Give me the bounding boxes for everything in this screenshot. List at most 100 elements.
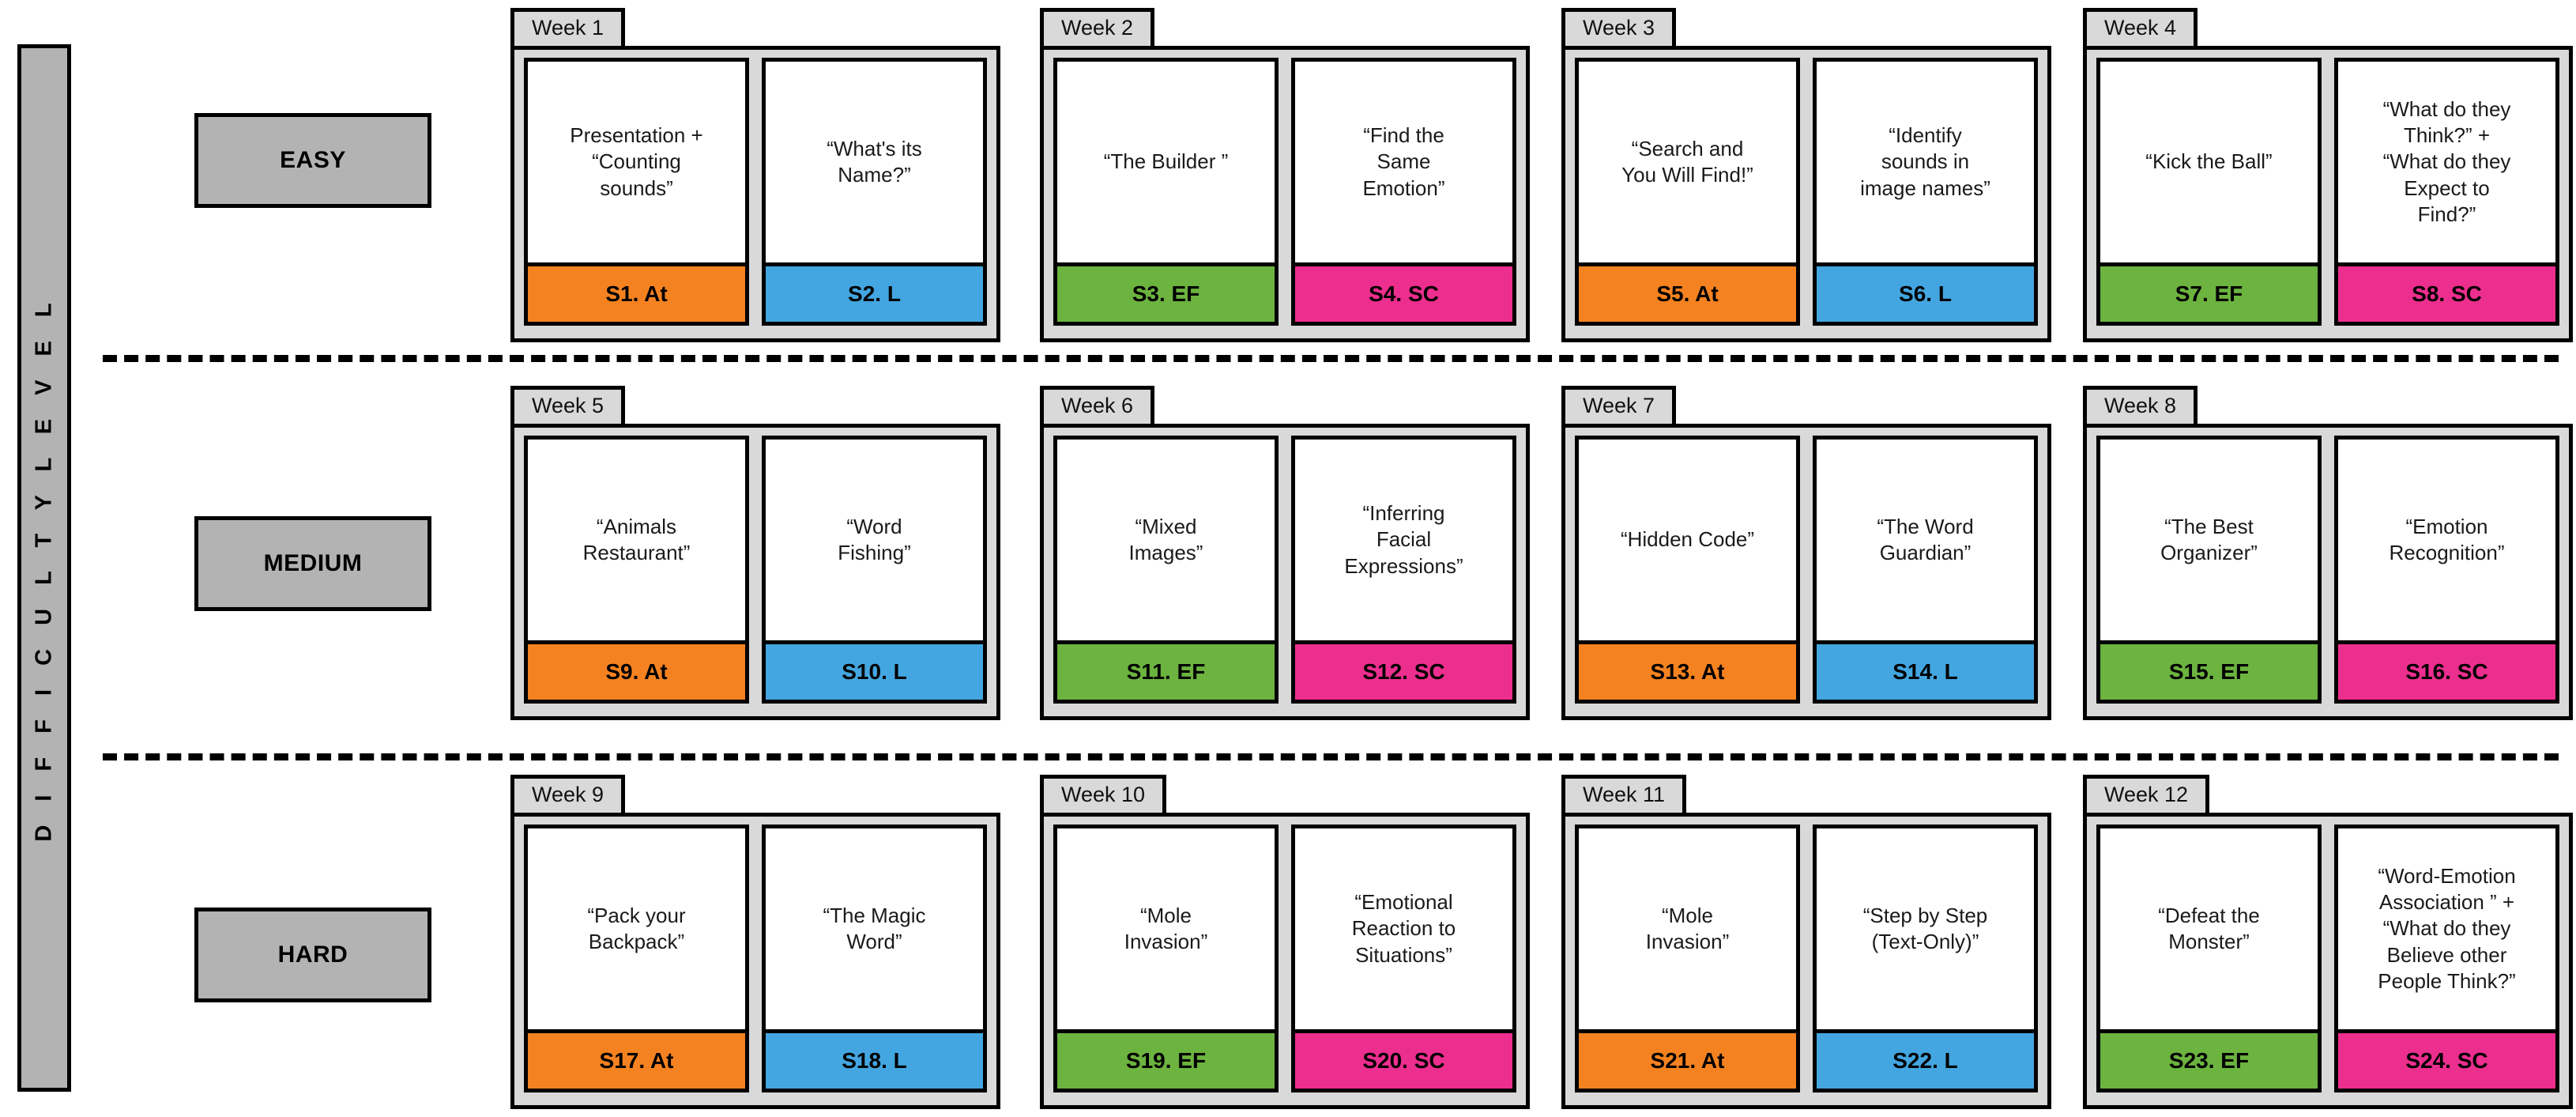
session-card-code: S9. At [528, 640, 745, 700]
session-card-title: “Hidden Code” [1620, 527, 1755, 552]
week-tab-4[interactable]: Week 4 [2083, 8, 2198, 51]
session-card-code: S2. L [766, 262, 983, 323]
week-body-2: “The Builder ” S3. EF “Find the Same Emoti… [1040, 46, 1530, 343]
difficulty-axis-label: D I F F I C U L T Y L E V E L [31, 294, 57, 842]
divider-medium-hard [103, 753, 2559, 760]
session-card-code: S15. EF [2100, 640, 2318, 700]
session-card[interactable]: “Word-Emotion Association ” + “What do t… [2334, 825, 2559, 1093]
session-card-code: S6. L [1817, 262, 2034, 323]
session-card-title: “Pack your Backpack” [587, 903, 686, 954]
week-body-5: “Animals Restaurant” S9. At “Word Fishing”… [510, 424, 1000, 721]
week-group-12: Week 12 “Defeat the Monster”S23. EF “Word-… [2083, 775, 2573, 1110]
session-card-code: S11. EF [1057, 640, 1275, 700]
week-body-9: “Pack your Backpack”S17. At“The Magic Wo… [510, 813, 1000, 1110]
week-tab-3[interactable]: Week 3 [1561, 8, 1677, 51]
session-card-title: “Step by Step (Text-Only)” [1862, 903, 1988, 954]
session-card[interactable]: “Mixed Images” S11. EF [1053, 436, 1279, 704]
session-card-title: “Word-Emotion Association ” + “What do t… [2378, 863, 2516, 993]
week-tab-2[interactable]: Week 2 [1040, 8, 1155, 51]
session-card[interactable]: “Mole Invasion” S21. At [1575, 825, 1800, 1093]
week-body-4: “Kick the Ball”S7. EF “What do they Think… [2083, 46, 2573, 343]
week-body-7: “Hidden Code” S13. At “The Word Guardian”S… [1561, 424, 2051, 721]
session-card-code: S3. EF [1057, 262, 1275, 323]
week-body-3: “Search and You Will Find!” S5. At “Identi… [1561, 46, 2051, 343]
session-card[interactable]: “What's its Name?”S2. L [762, 58, 987, 326]
session-card-title: “Defeat the Monster” [2158, 903, 2260, 954]
session-card-title: Presentation + “Counting sounds” [570, 123, 703, 200]
session-card-code: S22. L [1817, 1029, 2034, 1089]
session-card-title: “Emotion Recognition” [2389, 514, 2505, 565]
week-body-10: “Mole Invasion” S19. EF “Emotional Reactio… [1040, 813, 1530, 1110]
session-card-title: “Animals Restaurant” [582, 514, 691, 565]
level-chip-easy: EASY [194, 113, 431, 208]
session-card[interactable]: “Emotion Recognition”S16. SC [2334, 436, 2559, 704]
session-card-code: S5. At [1579, 262, 1796, 323]
week-group-7: Week 7 “Hidden Code” S13. At “The Word Guar… [1561, 386, 2051, 721]
week-body-1: Presentation + “Counting sounds”S1. At“W… [510, 46, 1000, 343]
session-card[interactable]: “Find the Same Emotion” S4. SC [1291, 58, 1516, 326]
session-card-code: S10. L [766, 640, 983, 700]
session-card[interactable]: “Identify sounds in image names” S6. L [1813, 58, 2038, 326]
week-body-8: “The Best Organizer” S15. EF “Emotion Reco… [2083, 424, 2573, 721]
session-card-code: S19. EF [1057, 1029, 1275, 1089]
session-card-title: “What do they Think?” + “What do they Ex… [2382, 96, 2511, 226]
week-tab-7[interactable]: Week 7 [1561, 386, 1677, 428]
session-card[interactable]: “Hidden Code” S13. At [1575, 436, 1800, 704]
session-card-title: “Mole Invasion” [1645, 903, 1730, 954]
session-card[interactable]: “The Magic Word”S18. L [762, 825, 987, 1093]
session-card[interactable]: “Animals Restaurant” S9. At [524, 436, 749, 704]
session-card-code: S18. L [766, 1029, 983, 1089]
session-card[interactable]: “The Word Guardian”S14. L [1813, 436, 2038, 704]
session-card-title: “Find the Same Emotion” [1362, 123, 1445, 200]
session-card[interactable]: “Inferring Facial Expressions”S12. SC [1291, 436, 1516, 704]
session-card-title: “Mole Invasion” [1124, 903, 1208, 954]
week-group-8: Week 8 “The Best Organizer” S15. EF “Emotio… [2083, 386, 2573, 721]
week-group-5: Week 5 “Animals Restaurant” S9. At “Word Fi… [510, 386, 1000, 721]
week-tab-5[interactable]: Week 5 [510, 386, 626, 428]
week-tab-8[interactable]: Week 8 [2083, 386, 2198, 428]
level-chip-easy-label: EASY [280, 147, 346, 173]
session-card-title: “The Builder ” [1103, 149, 1229, 174]
session-card[interactable]: “Defeat the Monster”S23. EF [2096, 825, 2322, 1093]
week-tab-11[interactable]: Week 11 [1561, 775, 1687, 817]
week-group-9: Week 9“Pack your Backpack”S17. At“The Ma… [510, 775, 1000, 1110]
session-card[interactable]: “The Builder ” S3. EF [1053, 58, 1279, 326]
session-card-title: “Mixed Images” [1128, 514, 1203, 565]
week-body-11: “Mole Invasion” S21. At “Step by Step (Tex… [1561, 813, 2051, 1110]
session-card-code: S4. SC [1295, 262, 1512, 323]
session-card-title: “Search and You Will Find!” [1621, 136, 1753, 187]
session-card[interactable]: “What do they Think?” + “What do they Ex… [2334, 58, 2559, 326]
week-tab-6[interactable]: Week 6 [1040, 386, 1155, 428]
difficulty-axis: D I F F I C U L T Y L E V E L [17, 44, 71, 1092]
session-card[interactable]: “Emotional Reaction to Situations”S20. S… [1291, 825, 1516, 1093]
session-card[interactable]: Presentation + “Counting sounds”S1. At [524, 58, 749, 326]
session-card[interactable]: “Search and You Will Find!” S5. At [1575, 58, 1800, 326]
session-card-code: S24. SC [2338, 1029, 2555, 1089]
week-tab-12[interactable]: Week 12 [2083, 775, 2210, 817]
session-card-title: “Inferring Facial Expressions” [1344, 501, 1463, 578]
week-group-10: Week 10 “Mole Invasion” S19. EF “Emotional … [1040, 775, 1530, 1110]
week-tab-9[interactable]: Week 9 [510, 775, 626, 817]
divider-easy-medium [103, 355, 2559, 362]
session-card-title: “The Word Guardian” [1877, 514, 1974, 565]
session-card[interactable]: “Word Fishing”S10. L [762, 436, 987, 704]
week-tab-10[interactable]: Week 10 [1040, 775, 1167, 817]
level-chip-hard-label: HARD [277, 942, 348, 968]
week-body-12: “Defeat the Monster”S23. EF “Word-Emotion… [2083, 813, 2573, 1110]
session-card[interactable]: “Step by Step (Text-Only)” S22. L [1813, 825, 2038, 1093]
session-card[interactable]: “Kick the Ball”S7. EF [2096, 58, 2322, 326]
session-card-title: “The Best Organizer” [2160, 514, 2258, 565]
session-card-code: S13. At [1579, 640, 1796, 700]
session-card[interactable]: “The Best Organizer” S15. EF [2096, 436, 2322, 704]
session-card-title: “Kick the Ball” [2145, 149, 2273, 174]
week-group-6: Week 6 “Mixed Images” S11. EF “Inferring Fa… [1040, 386, 1530, 721]
level-chip-hard: HARD [194, 908, 431, 1002]
session-card[interactable]: “Mole Invasion” S19. EF [1053, 825, 1279, 1093]
level-chip-medium: MEDIUM [194, 516, 431, 611]
session-card[interactable]: “Pack your Backpack”S17. At [524, 825, 749, 1093]
level-chip-medium-label: MEDIUM [263, 550, 363, 576]
session-card-title: “Identify sounds in image names” [1860, 123, 1990, 200]
week-tab-1[interactable]: Week 1 [510, 8, 626, 51]
session-card-code: S21. At [1579, 1029, 1796, 1089]
